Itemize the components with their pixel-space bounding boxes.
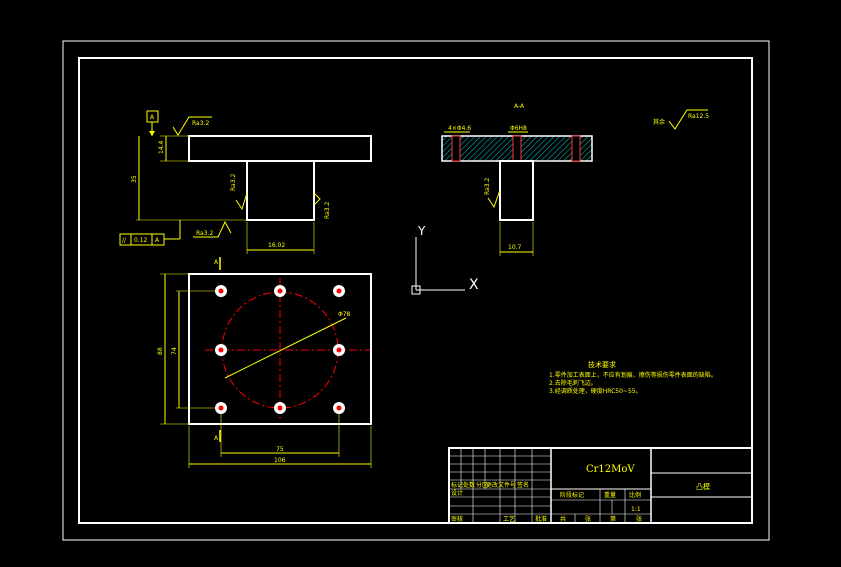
row-label: 更改文件号 [486,481,516,489]
tolerance-value: 0.12 [134,237,148,244]
section-mark-top: A [214,259,219,266]
section-hole-left [451,135,461,162]
dim-inner-w: 75 [276,446,284,453]
notes-line: 1.零件加工表面上，不应有划痕、擦伤等损伤零件表面的缺陷。 [549,371,717,379]
roughness-general: Ra12.5 [688,113,709,120]
roughness-top: Ra3.2 [192,120,209,127]
dim-height: 35 [131,175,138,183]
tolerance-symbol: // [122,237,127,244]
sheet-inner-frame [78,57,753,524]
dim-stem-width: 16.02 [268,242,285,249]
sheet-label: 张 [585,515,591,523]
stage-label: 阶段标记 [560,491,584,499]
datum-label: A [150,114,155,121]
row-label-2: 审核 [451,515,463,523]
dim-hole-mid: Φ6H8 [510,125,527,132]
roughness-side: Ra3.2 [196,230,213,237]
row-label: 签名 [517,481,529,489]
stage-label: 比例 [629,491,641,499]
notes-line: 3.经调质处理，硬度HRC50~55。 [549,387,642,395]
notes-line: 2.去除毛刺飞边。 [549,379,597,387]
section-mark-bottom: A [214,435,219,442]
notes-title: 技术要求 [588,360,616,369]
front-stem [246,160,315,221]
ucs-icon: Y X [411,224,479,295]
stage-label: 重量 [604,491,616,499]
section-stem [499,160,534,221]
row-label-2: 批准 [535,515,547,523]
row-label-2: 工艺 [503,515,515,523]
roughness-stem-right: Ra3.2 [324,202,331,219]
front-view: A Ra3.2 14.4 35 Ra3.2 Ra3.2 Ra3.2 // 0.1… [119,110,372,254]
roughness-section-stem: Ra3.2 [484,178,491,195]
dim-outer-w: 106 [274,457,286,464]
general-roughness: 其余 Ra12.5 [653,109,709,130]
ucs-x-label: X [469,277,479,293]
section-view: A-A 4×Φ4.6 Φ6H8 Ra3.2 10.7 [441,103,593,256]
title-block [448,447,753,524]
row-label: 分区 [476,481,488,489]
dim-outer-h: 88 [157,347,164,355]
row-label: 处数 [463,481,475,489]
row-label: 标记 [451,481,463,489]
title-block-text: Cr12MoV 凸模 1:1 标记 处数 分区 更改文件号 签名 设计 审核 工… [451,464,710,523]
sheet-label: 张 [636,515,642,523]
section-hole-mid [512,135,522,162]
roughness-stem-left: Ra3.2 [230,174,237,191]
dim-plate-thickness: 14.4 [158,140,165,154]
sheet-outer-frame [62,40,770,541]
part-name: 凸模 [696,482,710,491]
scale: 1:1 [631,506,641,513]
holes [215,285,345,414]
row-label-2: 设计 [451,489,463,497]
material: Cr12MoV [586,464,635,475]
ucs-y-label: Y [417,224,426,238]
sheet-label: 共 [560,515,566,523]
dim-inner-h: 74 [171,347,178,355]
sheet-label: 第 [610,515,616,523]
technical-notes: 技术要求 1.零件加工表面上，不应有划痕、擦伤等损伤零件表面的缺陷。 2.去除毛… [549,360,717,395]
top-view: Φ78 A A 88 74 75 [157,257,372,468]
roughness-symbol [172,116,212,136]
section-hole-right [571,135,581,162]
dim-circle: Φ78 [338,311,351,318]
dim-section-stem-width: 10.7 [508,244,522,251]
front-plate [188,135,372,162]
section-label: A-A [514,103,525,110]
top-plate [188,273,372,425]
dim-hole-left: 4×Φ4.6 [448,125,471,132]
tolerance-datum: A [155,237,160,244]
roughness-general-prefix: 其余 [653,118,665,126]
